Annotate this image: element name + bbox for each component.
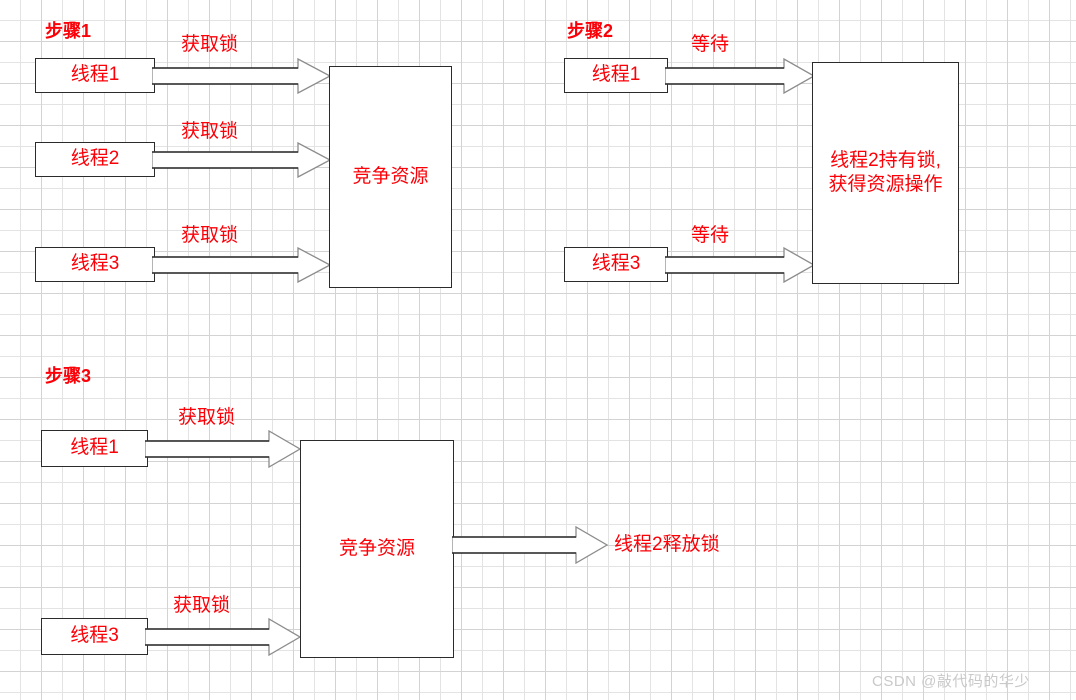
step1-edge1-label: 获取锁: [181, 34, 239, 55]
step3-edge3-label: 获取锁: [173, 595, 231, 616]
step3-thread1-box: 线程1: [41, 430, 148, 467]
step2-label: 步骤2: [567, 21, 614, 41]
step1-arrow-thread2: [152, 142, 332, 178]
step3-thread3-box: 线程3: [41, 618, 148, 655]
step3-release-label: 线程2释放锁: [614, 534, 720, 555]
step3-arrow-thread1: [145, 430, 302, 468]
step2-arrow-thread3: [665, 247, 816, 283]
step2-edge1-label: 等待: [691, 34, 730, 55]
step1-arrow-thread1: [152, 58, 332, 94]
step1-edge2-label: 获取锁: [181, 121, 239, 142]
step1-resource-box: 竞争资源: [329, 66, 452, 288]
step3-resource-box: 竞争资源: [300, 440, 454, 658]
step2-arrow-thread1: [665, 58, 816, 94]
step3-arrow-thread3: [145, 618, 302, 656]
watermark: CSDN @敲代码的华少: [872, 673, 1030, 690]
step2-thread1-box: 线程1: [564, 58, 668, 93]
step3-edge1-label: 获取锁: [178, 407, 236, 428]
step1-thread1-box: 线程1: [35, 58, 155, 93]
step3-label: 步骤3: [45, 366, 92, 386]
step3-arrow-release: [452, 526, 609, 564]
step2-resource-box: 线程2持有锁, 获得资源操作: [812, 62, 959, 284]
step1-arrow-thread3: [152, 247, 332, 283]
step1-thread2-box: 线程2: [35, 142, 155, 177]
step1-thread3-box: 线程3: [35, 247, 155, 282]
step1-edge3-label: 获取锁: [181, 225, 239, 246]
step2-thread3-box: 线程3: [564, 247, 668, 282]
step2-edge3-label: 等待: [691, 225, 730, 246]
step1-label: 步骤1: [45, 21, 92, 41]
